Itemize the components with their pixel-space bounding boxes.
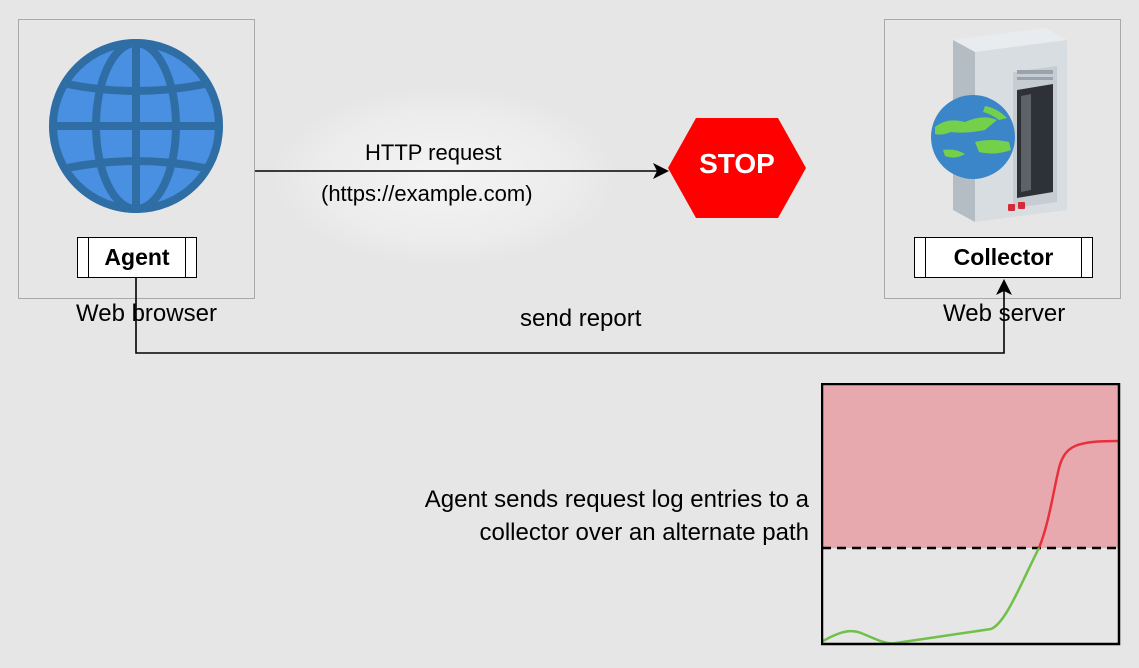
web-server-icon (931, 28, 1067, 222)
collector-label: Collector (914, 237, 1093, 278)
threshold-zone (822, 384, 1119, 548)
report-arrow-head (996, 279, 1012, 295)
trend-line-below (822, 547, 1041, 645)
request-glow (270, 86, 620, 266)
globe-icon (49, 39, 223, 213)
agent-label-text: Agent (104, 244, 170, 270)
request-label-line1: HTTP request (365, 140, 502, 165)
collector-label-text: Collector (953, 244, 1054, 270)
trend-line-above (1037, 439, 1120, 549)
request-label-line2: (https://example.com) (321, 181, 533, 206)
note-line2: collector over an alternate path (479, 519, 809, 546)
collector-frame (884, 19, 1121, 299)
agent-label: Agent (77, 237, 197, 278)
report-label: send report (520, 305, 642, 332)
graph-border (821, 383, 1121, 646)
stop-sign-text: STOP (699, 148, 775, 179)
note-line1: Agent sends request log entries to a (424, 486, 809, 513)
request-arrow-head (653, 163, 669, 179)
agent-caption: Web browser (76, 300, 217, 327)
report-arrow-line (135, 278, 1005, 354)
threshold-graph (821, 383, 1121, 646)
stop-sign-icon (668, 118, 806, 218)
